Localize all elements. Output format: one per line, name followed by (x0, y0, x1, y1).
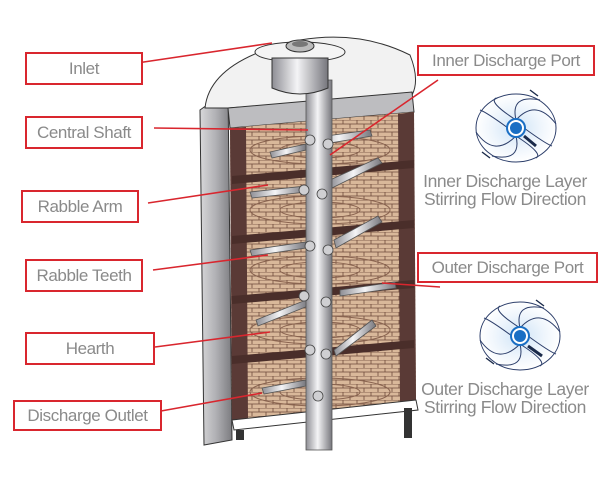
label-inlet: Inlet (25, 52, 143, 85)
leader-rabble-teeth (152, 254, 269, 271)
label-outer-discharge-port: Outer Discharge Port (417, 252, 598, 283)
leader-rabble-arm (147, 184, 269, 204)
label-outer-discharge-port-text: Outer Discharge Port (431, 257, 584, 277)
outer-flow-icon (479, 299, 561, 371)
label-rabble-arm-text: Rabble Arm (37, 196, 123, 216)
label-hearth: Hearth (25, 332, 155, 365)
label-central-shaft: Central Shaft (25, 116, 143, 149)
label-discharge-outlet-text: Discharge Outlet (27, 405, 148, 425)
label-discharge-outlet: Discharge Outlet (13, 400, 162, 431)
drive-housing (254, 39, 346, 95)
label-hearth-text: Hearth (65, 338, 115, 358)
caption-outer-layer: Outer Discharge Layer Stirring Flow Dire… (410, 380, 600, 416)
leader-discharge-outlet (160, 392, 263, 412)
leader-lines (136, 42, 441, 412)
caption-inner-line1: Inner Discharge Layer (423, 171, 587, 191)
central-shaft (298, 79, 334, 451)
leader-hearth (154, 331, 271, 348)
leader-outer-discharge-port (381, 282, 441, 288)
label-inner-discharge-port: Inner Discharge Port (417, 45, 595, 76)
leader-inlet (136, 42, 273, 64)
caption-outer-line2: Stirring Flow Direction (424, 397, 586, 417)
label-rabble-teeth: Rabble Teeth (25, 259, 143, 292)
caption-inner-line2: Stirring Flow Direction (424, 189, 586, 209)
leader-central-shaft (153, 127, 309, 131)
caption-inner-layer: Inner Discharge Layer Stirring Flow Dire… (410, 172, 600, 208)
label-rabble-arm: Rabble Arm (21, 190, 139, 223)
label-inner-discharge-port-text: Inner Discharge Port (432, 50, 580, 70)
label-central-shaft-text: Central Shaft (36, 122, 132, 142)
inner-flow-icon (475, 89, 557, 163)
label-inlet-text: Inlet (68, 58, 100, 78)
leader-inner-discharge-port (329, 79, 439, 156)
caption-outer-line1: Outer Discharge Layer (421, 379, 589, 399)
label-rabble-teeth-text: Rabble Teeth (36, 265, 132, 285)
